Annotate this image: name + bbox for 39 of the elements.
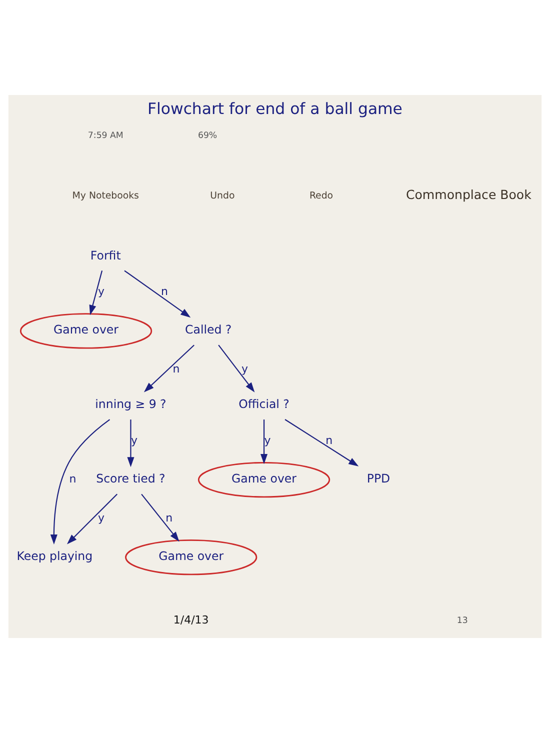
edge-label: n [166,511,173,524]
node-text: Score tied ? [96,472,166,486]
label: Undo [210,190,235,202]
node-ellipse: Game over [20,313,152,349]
label: 69% [198,130,218,141]
label: 7:59 AM [88,130,124,141]
edge-label: n [326,434,333,447]
label: 13 [456,616,468,626]
arrow [50,419,110,545]
arrow [260,420,268,464]
edge-label: n [69,472,76,486]
label: My Notebooks [72,190,139,202]
arrow [284,419,359,466]
label: Redo [309,190,334,202]
edge-label: y [242,362,248,376]
arrow [218,344,255,392]
arrow [127,420,134,468]
node-text: Official ? [238,397,290,412]
label: 1/4/13 [173,614,209,627]
arrow [144,344,194,392]
node-text: Forfit [90,248,121,262]
node-text: inning ≥ 9 ? [95,397,166,412]
edge-label: n [160,285,168,298]
label: Commonplace Book [406,187,532,202]
edge-label: y [98,285,105,298]
arrow [89,270,103,316]
edge-label: n [172,362,180,376]
node-text: Keep playing [16,549,93,564]
arrow [124,270,191,318]
edge-label: y [98,511,105,524]
node-text: Called ? [185,322,232,337]
arrow [141,494,180,542]
arrow [66,494,118,544]
node-text: PPD [366,472,390,486]
node-ellipse: Game over [125,539,258,576]
diagram-title: Flowchart for end of a ball game [148,98,402,118]
edge-label: y [264,434,271,447]
node-ellipse: Game over [198,462,330,498]
edge-label: y [131,434,138,447]
